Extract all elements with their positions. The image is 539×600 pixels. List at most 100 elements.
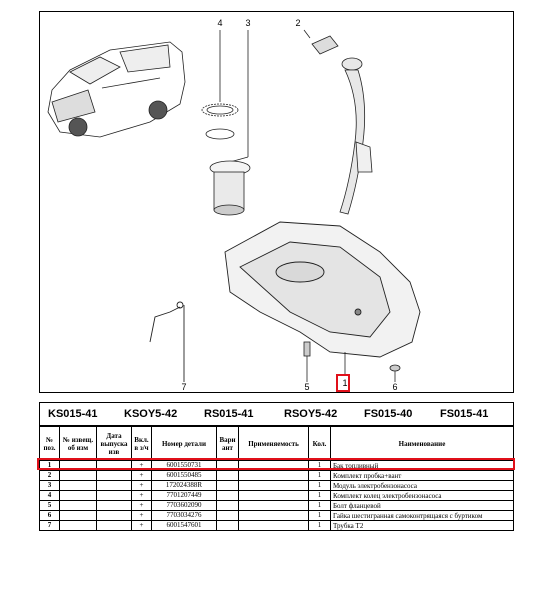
cell-variant (216, 520, 239, 531)
callout-6: 6 (392, 382, 398, 392)
cell-notice (59, 480, 97, 491)
col-header-variant: Вари ант (216, 426, 239, 461)
cell-variant (216, 460, 239, 471)
cell-applicability (238, 500, 309, 511)
cell-qty: 1 (308, 470, 331, 481)
model-label: FS015-40 (364, 408, 413, 420)
callout-7: 7 (181, 382, 187, 392)
model-label: RSOY5-42 (284, 408, 338, 420)
col-header-name: Наименование (330, 426, 514, 461)
fuel-tank (224, 221, 421, 358)
cell-incl: + (131, 460, 152, 471)
cell-applicability (238, 480, 309, 491)
cell-variant (216, 500, 239, 511)
cell-part-number: 7701207449 (151, 490, 217, 501)
cell-part-number: 6001547601 (151, 520, 217, 531)
cell-name: Комплект пробка+вант (330, 470, 514, 481)
cell-pos: 5 (39, 500, 60, 511)
cell-pos: 6 (39, 510, 60, 521)
col-header-date: Дата выпуска изв (96, 426, 132, 461)
cell-variant (216, 510, 239, 521)
diagram-drawing (47, 29, 421, 382)
cell-applicability (238, 510, 309, 521)
cell-notice (59, 510, 97, 521)
table-header-row: № поз. № извещ. об изм Дата выпуска изв … (39, 426, 514, 461)
callout-4: 4 (217, 18, 223, 28)
cell-date (96, 470, 132, 481)
filler-pipe (303, 29, 373, 215)
cell-incl: + (131, 470, 152, 481)
cell-applicability (238, 460, 309, 471)
cell-qty: 1 (308, 490, 331, 501)
cell-applicability (238, 470, 309, 481)
model-label: KSOY5-42 (124, 408, 178, 420)
cell-notice (59, 460, 97, 471)
cell-notice (59, 490, 97, 501)
col-header-qty: Кол. (308, 426, 331, 461)
pump-parts (201, 30, 251, 216)
cell-name: Болт фланцевой (330, 500, 514, 511)
cell-incl: + (131, 520, 152, 531)
col-header-notice: № извещ. об изм (59, 426, 97, 461)
cell-applicability (238, 490, 309, 501)
col-header-part-number: Номер детали (151, 426, 217, 461)
model-label: KS015-41 (48, 408, 98, 420)
cell-name: Трубка Т2 (330, 520, 514, 531)
cell-date (96, 520, 132, 531)
cell-date (96, 510, 132, 521)
callout-5: 5 (304, 382, 310, 392)
cell-date (96, 500, 132, 511)
cell-qty: 1 (308, 500, 331, 511)
cell-part-number: 172024388R (151, 480, 217, 491)
callout-1: 1 (342, 378, 348, 388)
cell-incl: + (131, 480, 152, 491)
cell-incl: + (131, 490, 152, 501)
cell-name: Комплект колец электробензонасоса (330, 490, 514, 501)
col-header-pos: № поз. (39, 426, 60, 461)
callout-2: 2 (295, 18, 301, 28)
cell-qty: 1 (308, 510, 331, 521)
parts-table: № поз. № извещ. об изм Дата выпуска изв … (39, 426, 514, 531)
exploded-diagram: 4 3 2 7 5 1 6 (39, 11, 514, 393)
cell-variant (216, 470, 239, 481)
car-illustration (47, 41, 186, 138)
tube-t2 (149, 301, 185, 382)
cell-part-number: 7703602090 (151, 500, 217, 511)
cell-pos: 2 (39, 470, 60, 481)
cell-name: Модуль электробензонасоса (330, 480, 514, 491)
cell-qty: 1 (308, 480, 331, 491)
cell-name: Бак топливный (330, 460, 514, 471)
cell-part-number: 6001550485 (151, 470, 217, 481)
model-header-row: KS015-41 KSOY5-42 RS015-41 RSOY5-42 FS01… (39, 402, 514, 426)
cell-notice (59, 500, 97, 511)
col-header-incl: Вкл. в з/ч (131, 426, 152, 461)
cell-incl: + (131, 500, 152, 511)
cell-date (96, 460, 132, 471)
callout-1-highlight (336, 374, 350, 392)
cell-qty: 1 (308, 460, 331, 471)
cell-notice (59, 520, 97, 531)
cell-variant (216, 480, 239, 491)
cell-notice (59, 470, 97, 481)
cell-pos: 7 (39, 520, 60, 531)
model-label: RS015-41 (204, 408, 254, 420)
cell-date (96, 490, 132, 501)
callout-3: 3 (245, 18, 251, 28)
cell-pos: 1 (39, 460, 60, 471)
cell-part-number: 6001550731 (151, 460, 217, 471)
model-label: FS015-41 (440, 408, 489, 420)
fasteners (303, 341, 401, 382)
cell-incl: + (131, 510, 152, 521)
cell-applicability (238, 520, 309, 531)
cell-pos: 3 (39, 480, 60, 491)
col-header-applicability: Применяемость (238, 426, 309, 461)
cell-part-number: 7703034276 (151, 510, 217, 521)
cell-qty: 1 (308, 520, 331, 531)
